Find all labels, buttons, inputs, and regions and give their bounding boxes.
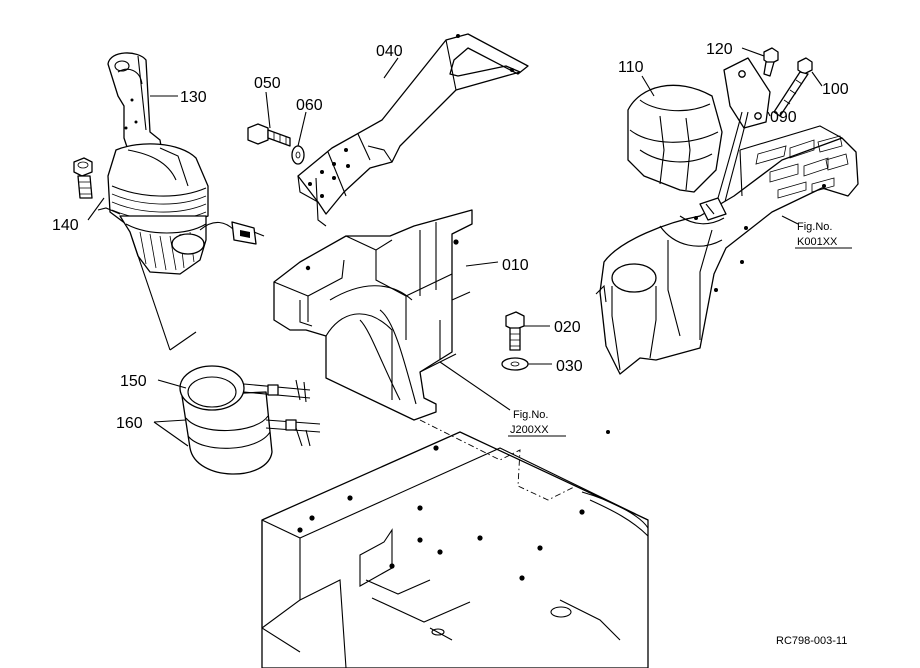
label-050[interactable]: 050 [254,75,281,92]
part-110-cover [627,84,723,193]
label-010[interactable]: 010 [502,257,529,274]
label-110[interactable]: 110 [618,59,644,76]
part-090-plate [713,57,771,215]
label-060[interactable]: 060 [296,97,323,114]
part-140-bolt [73,157,93,199]
fig-ref-j200xx-caption: Fig.No. [513,409,548,421]
leader-lines [87,47,823,447]
label-100[interactable]: 100 [822,81,849,98]
right-console [595,125,859,375]
part-150-boot [179,365,273,475]
label-140[interactable]: 140 [52,217,79,234]
part-120-bolt [763,47,779,77]
label-150[interactable]: 150 [120,373,147,390]
fig-ref-j200xx[interactable]: Fig.No. J200XX [508,409,566,437]
fig-ref-k001xx-caption: Fig.No. [797,221,832,233]
label-090[interactable]: 090 [770,109,797,126]
part-labels: 130 140 050 060 040 010 020 030 110 120 … [52,41,849,432]
drawing-code: RC798-003-11 [776,635,847,647]
label-160[interactable]: 160 [116,415,143,432]
fig-ref-k001xx[interactable]: Fig.No. K001XX [795,221,852,249]
floor-frame [261,419,649,668]
part-010-stand [273,209,473,421]
part-160-clamp [243,379,321,447]
part-040-bracket [297,33,529,227]
part-050-bolt [247,123,291,147]
part-030-washer [501,357,529,371]
part-130-joystick [97,52,265,351]
fig-ref-k001xx-code: K001XX [797,236,838,248]
part-060-washer [291,145,305,165]
label-120[interactable]: 120 [706,41,733,58]
part-100-bolt [773,57,813,117]
label-030[interactable]: 030 [556,358,583,375]
label-020[interactable]: 020 [554,319,581,336]
fig-ref-j200xx-code: J200XX [510,424,549,436]
part-020-bolt [505,311,525,351]
label-040[interactable]: 040 [376,43,403,60]
label-130[interactable]: 130 [180,89,207,106]
